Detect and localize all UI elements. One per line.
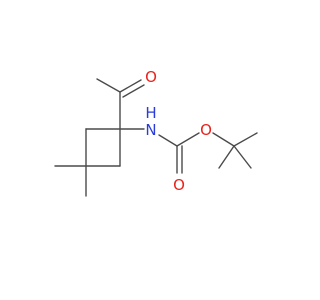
bond-nitrogen-carbamate [158,134,178,147]
nitrogen-hydrogen-label: H [145,104,156,122]
carbonyl-oxygen-label: O [173,176,185,194]
molecule-canvas: O H N O O [54,68,258,197]
bond-tbutyl-methyl-down [218,145,235,169]
bonds [54,78,258,197]
bond-ester-o-tbutyl [212,132,235,147]
ketone-oxygen-label: O [145,68,157,86]
bond-tbutyl-methyl-right [233,145,252,169]
structure-drawing: O H N O O [54,68,258,197]
bond-ketone-c-o-2 [122,84,145,98]
bond-ketone-c-o-1 [119,79,142,93]
bond-methyl-carbonyl [96,78,121,93]
bond-tbutyl-methyl-up [233,132,258,147]
bond-carbamate-ester-o [176,132,200,147]
atom-labels: O H N O O [145,68,212,194]
ester-oxygen-label: O [200,121,212,139]
nitrogen-label: N [145,121,156,139]
